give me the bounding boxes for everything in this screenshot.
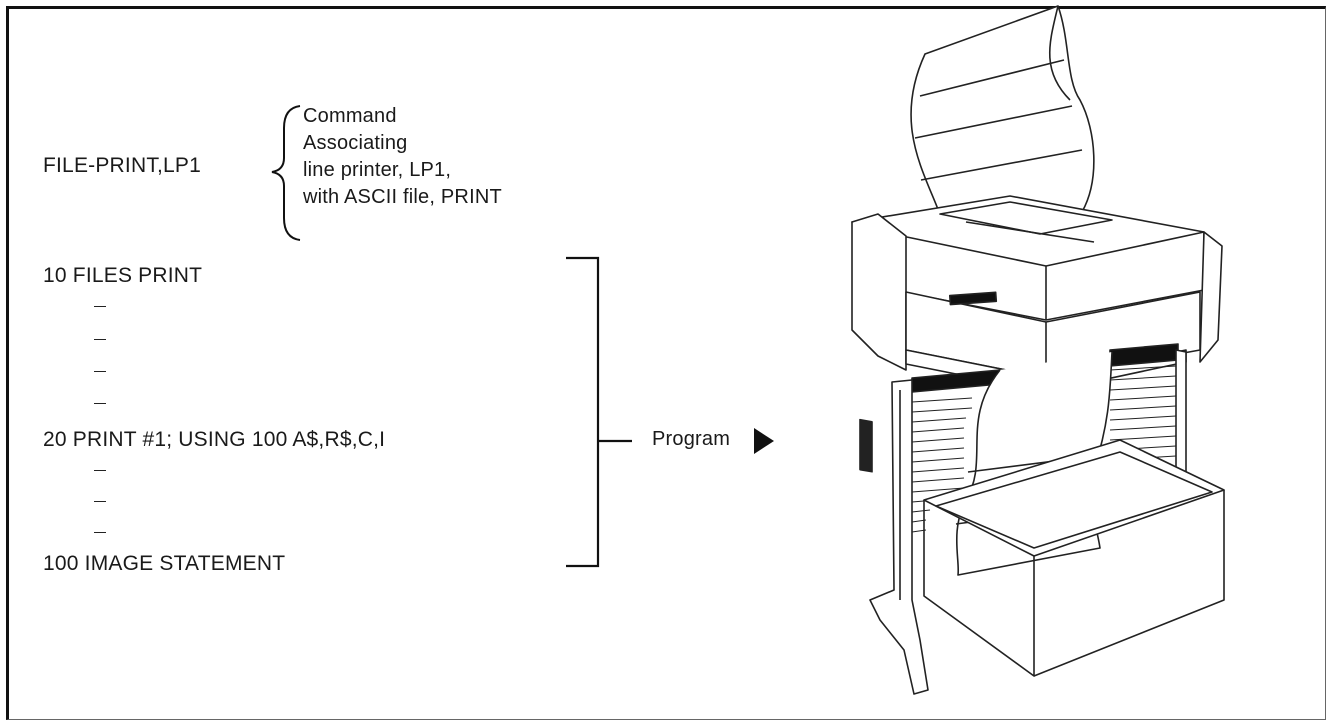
description-line: line printer, LP1, xyxy=(303,159,452,181)
description-line: with ASCII file, PRINT xyxy=(303,186,502,208)
command-description: Command Associating line printer, LP1, w… xyxy=(303,103,502,211)
omitted-line-dash xyxy=(94,403,106,404)
omitted-line-dash xyxy=(94,532,106,533)
program-label: Program xyxy=(652,428,731,450)
description-line: Command xyxy=(303,105,397,127)
arrow-icon xyxy=(754,428,774,454)
program-line-100: 100 IMAGE STATEMENT xyxy=(43,552,286,575)
omitted-line-dash xyxy=(94,470,106,471)
omitted-line-dash xyxy=(94,306,106,307)
omitted-line-dash xyxy=(94,371,106,372)
description-line: Associating xyxy=(303,132,408,154)
omitted-line-dash xyxy=(94,501,106,502)
program-line-20: 20 PRINT #1; USING 100 A$,R$,C,I xyxy=(43,428,386,451)
command-brace xyxy=(271,105,301,241)
omitted-line-dash xyxy=(94,339,106,340)
program-bracket xyxy=(566,256,600,568)
figure-frame xyxy=(6,6,1326,720)
program-line-10: 10 FILES PRINT xyxy=(43,264,203,287)
printer-illustration xyxy=(851,5,1225,695)
command-text: FILE-PRINT,LP1 xyxy=(43,154,202,177)
